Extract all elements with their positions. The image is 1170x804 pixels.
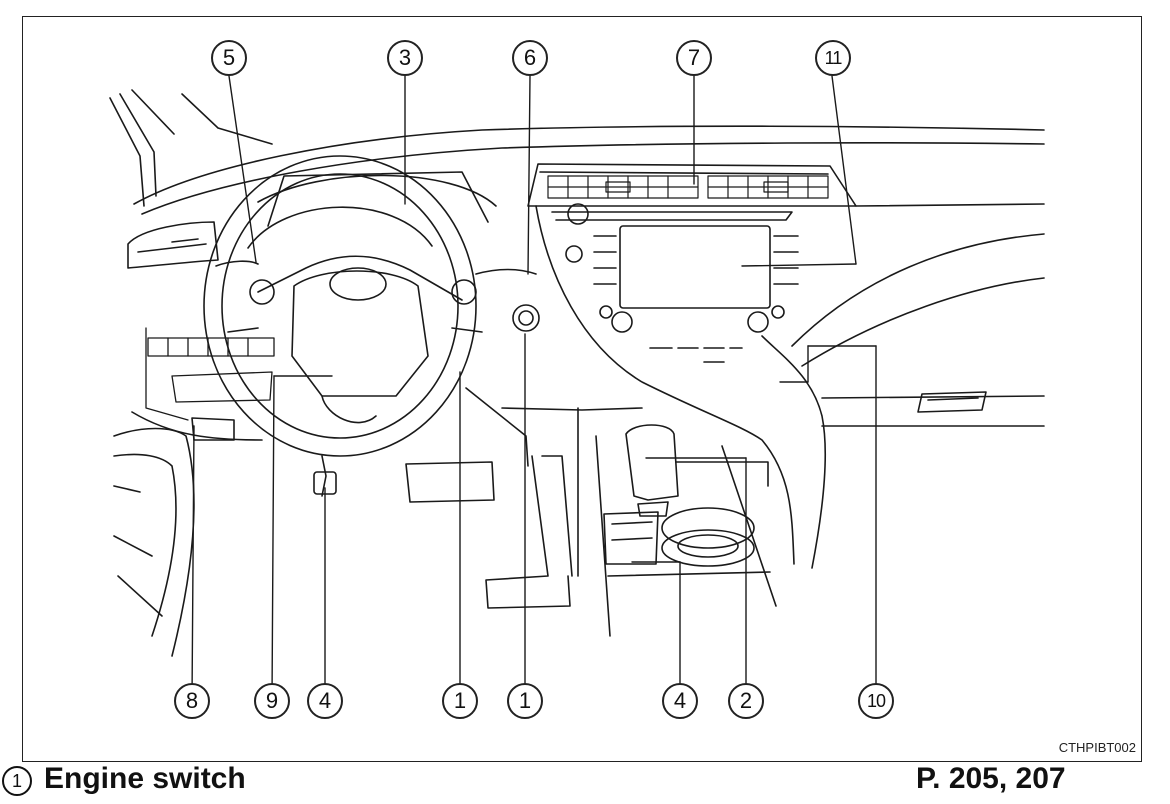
callout-10: 10 [858,683,894,719]
callout-8: 8 [174,683,210,719]
caption-number: 1 [2,766,32,796]
callout-4-left: 4 [307,683,343,719]
figure-code: CTHPIBT002 [1058,740,1136,755]
left-door [113,427,195,657]
callout-9: 9 [254,683,290,719]
dashboard-top [133,125,1045,215]
left-pillar [109,89,273,207]
center-stack [535,203,799,565]
instrument-cluster [257,171,497,227]
engine-switch-button [512,304,540,332]
callout-2: 2 [728,683,764,719]
caption-row: 1 Engine switch P. 205, 207 [0,762,1170,804]
callout-5: 5 [211,40,247,76]
left-switches [145,327,275,421]
pedals [313,455,573,609]
left-vent [127,221,219,269]
steering-wheel [203,155,537,457]
center-vent [547,175,829,199]
callout-3: 3 [387,40,423,76]
callout-6: 6 [512,40,548,76]
callout-1-right: 1 [507,683,543,719]
figure-frame [22,16,1142,762]
right-dash [761,233,1045,569]
caption-page-ref: P. 205, 207 [916,762,1066,795]
callout-7: 7 [676,40,712,76]
dashboard-illustration [109,75,1045,701]
callout-11: 11 [815,40,851,76]
center-console [577,407,777,637]
callout-1-left: 1 [442,683,478,719]
leader-lines [191,75,877,701]
caption-title: Engine switch [44,762,246,795]
callout-4-right: 4 [662,683,698,719]
